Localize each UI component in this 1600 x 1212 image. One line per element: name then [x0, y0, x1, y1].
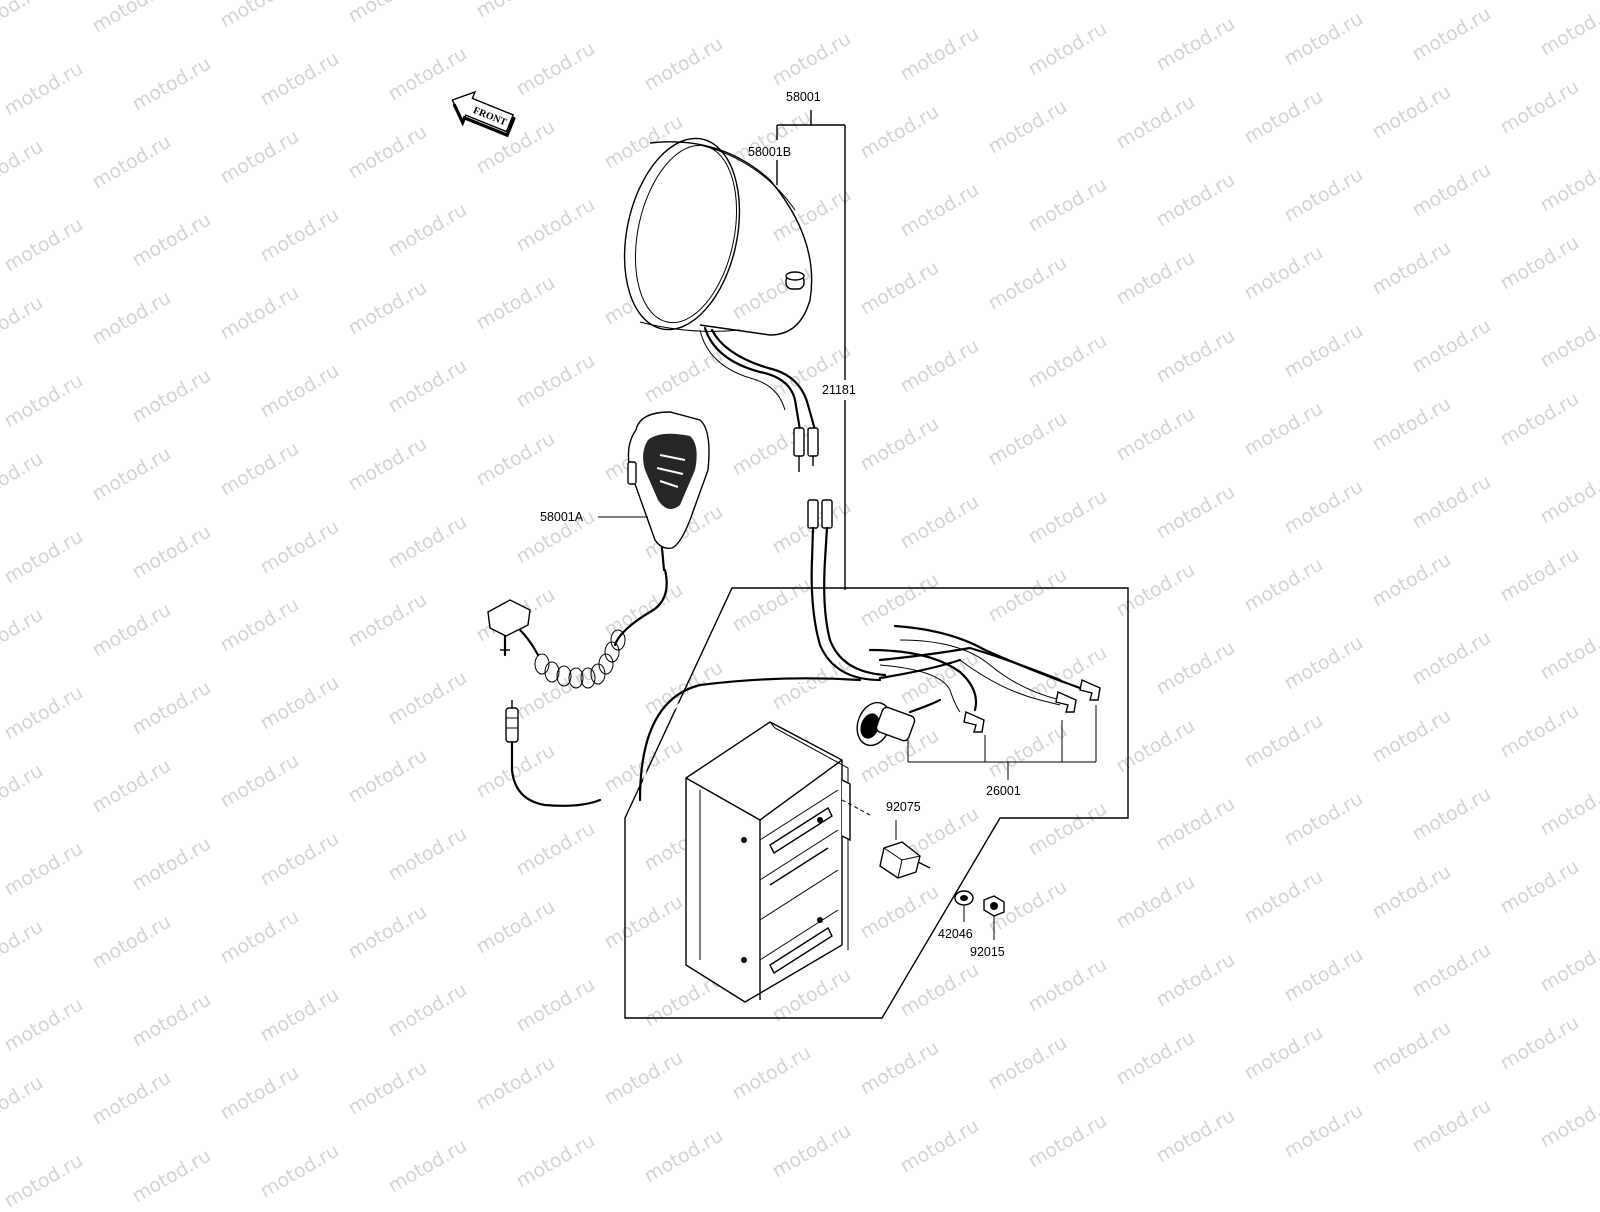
label-58001B: 58001B	[748, 145, 791, 159]
label-58001: 58001	[786, 90, 821, 104]
label-42046: 42046	[938, 927, 973, 941]
wire-harness-26001	[638, 499, 1101, 802]
plug-lead	[505, 700, 602, 807]
label-58001A: 58001A	[540, 510, 584, 524]
label-92075: 92075	[886, 800, 921, 814]
label-92015: 92015	[970, 945, 1005, 959]
bolt-92075	[879, 820, 931, 879]
washer-42046	[954, 890, 974, 922]
microphone-58001A	[487, 411, 710, 689]
group-bracket-58001	[776, 110, 846, 590]
coiled-cord	[534, 629, 626, 689]
amplifier-group-outline	[624, 587, 1129, 1019]
amplifier-unit	[685, 721, 871, 1003]
nut-92015	[983, 895, 1005, 940]
front-arrow-icon: FRONT	[451, 90, 516, 138]
speaker-58001B	[623, 137, 819, 472]
label-26001: 26001	[986, 784, 1021, 798]
label-21181: 21181	[822, 383, 856, 397]
